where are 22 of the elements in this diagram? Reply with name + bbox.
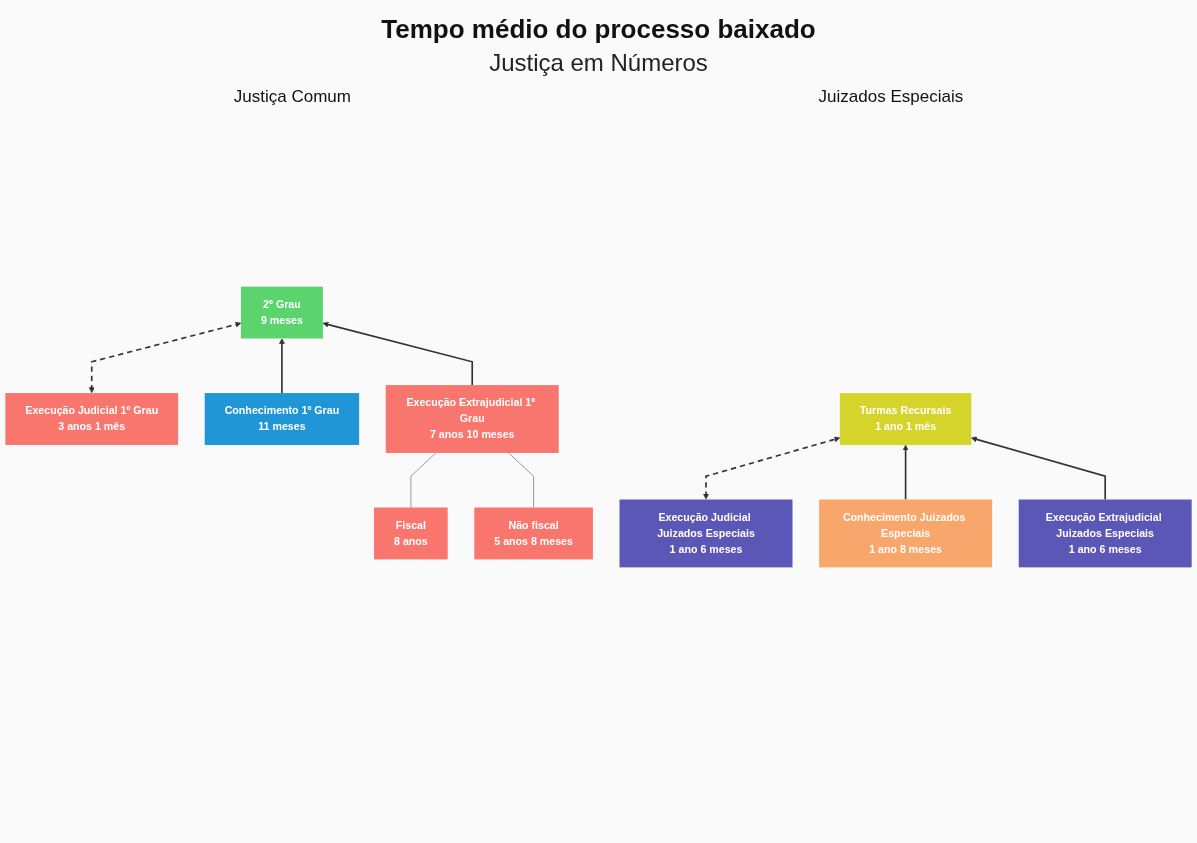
arrow [279, 338, 285, 394]
arrow [322, 321, 474, 386]
node-box: Execução Judicial Juizados Especiais 1 ano 6 meses [619, 499, 793, 568]
arrow [971, 436, 1106, 501]
arrow [703, 436, 841, 500]
node-box: Conhecimento Juizados Especiais 1 ano 8 meses [819, 499, 993, 568]
node-box: Conhecimento 1º Grau 11 meses [204, 393, 360, 445]
diagram-subtitle: Justiça em Números [489, 49, 708, 77]
node-box: Execução Extrajudicial Juizados Especiais 1 ano 6 meses [1018, 499, 1192, 568]
arrow [88, 321, 242, 394]
connector [410, 452, 437, 508]
node-box: Execução Extrajudicial 1º Grau 7 anos 10 meses [385, 385, 559, 453]
section-heading: Justiça Comum [233, 87, 351, 107]
node-box: Não fiscal 5 anos 8 meses [474, 507, 593, 560]
node-box: 2º Grau 9 meses [240, 286, 323, 339]
arrow [902, 444, 909, 501]
diagram-title: Tempo médio do processo baixado [381, 14, 816, 45]
node-box: Execução Judicial 1º Grau 3 anos 1 mês [5, 393, 179, 445]
node-box: Turmas Recursais 1 ano 1 mês [839, 393, 972, 445]
connector [508, 452, 535, 508]
node-box: Fiscal 8 anos [374, 507, 448, 560]
section-heading: Juizados Especiais [818, 87, 964, 107]
